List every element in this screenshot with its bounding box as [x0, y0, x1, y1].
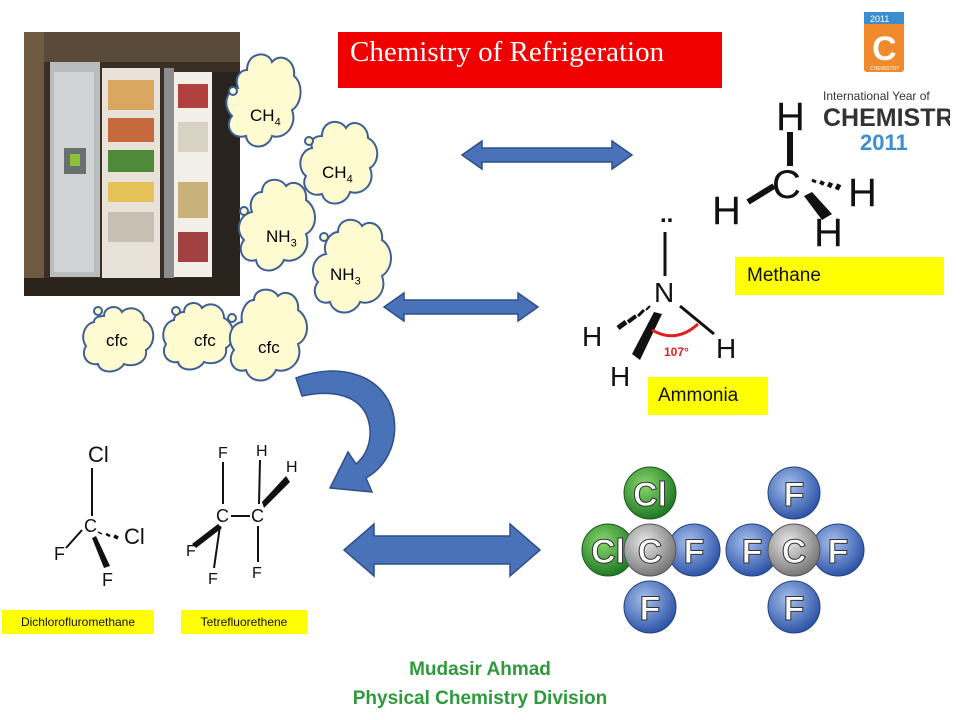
- double-arrow-cfc-models: [342, 522, 542, 578]
- logo-line2: CHEMISTRY: [823, 104, 950, 132]
- tfe-structure: F C C H H F F F: [186, 443, 298, 588]
- dcfm-atom-cl-right: Cl: [124, 524, 145, 549]
- methane-atom-h-right: H: [848, 171, 877, 215]
- cloud-label-cfc-2: cfc: [194, 331, 216, 350]
- model2-atom-f-top: F: [784, 476, 805, 514]
- ammonia-atom-h-right: H: [716, 333, 736, 364]
- cloud-label-cfc-3: cfc: [258, 338, 280, 357]
- methane-atom-c: C: [772, 163, 801, 207]
- double-arrow-methane: [460, 139, 634, 171]
- curved-arrow: [295, 370, 396, 493]
- methane-label: Methane: [735, 257, 944, 295]
- refrigerator-photo: [24, 32, 240, 296]
- cloud-cfc-1: [82, 306, 155, 373]
- dichlorofluoromethane-label: Dichlorofluromethane: [2, 610, 154, 634]
- model-cf4: F F C F F: [725, 466, 865, 634]
- cloud-nh3-2: [311, 218, 392, 314]
- tfe-atom-f-bottom: F: [208, 571, 218, 588]
- ammonia-lone-pair: ..: [660, 201, 673, 228]
- tfe-atom-f-left: F: [186, 543, 196, 560]
- tfe-atom-c-right: C: [251, 506, 264, 526]
- model1-atom-cl-left: Cl: [591, 533, 625, 571]
- model2-atom-f-right: F: [828, 533, 849, 571]
- methane-atom-h-top: H: [776, 95, 805, 139]
- cloud-cfc-3: [227, 288, 308, 382]
- ammonia-bond-angle: 107°: [664, 345, 689, 359]
- cloud-label-cfc-1: cfc: [106, 331, 128, 350]
- ammonia-atom-h-left: H: [582, 321, 602, 352]
- model2-atom-c: C: [782, 533, 807, 571]
- cloud-ch4-1: [225, 53, 302, 148]
- ammonia-structure: .. N 107° H H H: [582, 201, 736, 392]
- cloud-cfc-2: [162, 302, 235, 371]
- logo-line3: 2011: [860, 130, 908, 155]
- cloud-label-nh3-1: NH3: [266, 227, 297, 250]
- author-name: Mudasir Ahmad: [409, 659, 551, 680]
- tfe-atom-h-top: H: [256, 443, 268, 460]
- tfe-atom-f-top: F: [218, 445, 228, 462]
- ammonia-label: Ammonia: [648, 377, 768, 415]
- cloud-nh3-1: [237, 178, 316, 272]
- methane-atom-h-bottom: H: [814, 211, 843, 255]
- model1-atom-f-right: F: [684, 533, 705, 571]
- tetrafluoroethene-label: Tetrefluorethene: [181, 610, 307, 634]
- page-title: Chemistry of Refrigeration: [338, 32, 722, 88]
- cloud-ch4-2: [299, 120, 379, 205]
- logo-badge-letter: C: [872, 30, 897, 68]
- model2-atom-f-left: F: [742, 533, 763, 571]
- iyc-2011-logo: 2011 C CHEMISTRY International Year of C…: [820, 10, 960, 160]
- model-ccl2f2: Cl Cl C F F: [581, 466, 721, 634]
- cloud-label-ch4-2: CH4: [322, 163, 353, 186]
- model2-atom-f-bottom: F: [784, 590, 805, 628]
- logo-year-badge: 2011: [870, 14, 889, 24]
- model1-atom-f-bottom: F: [640, 590, 661, 628]
- methane-structure: H C H H H: [712, 95, 877, 255]
- tfe-atom-h-right: H: [286, 459, 298, 476]
- dcfm-structure: Cl C F Cl F: [54, 442, 145, 590]
- dcfm-atom-f-left: F: [54, 544, 65, 564]
- author-division: Physical Chemistry Division: [352, 688, 608, 709]
- logo-badge-sub: CHEMISTRY: [870, 66, 900, 72]
- cloud-label-nh3-2: NH3: [330, 265, 361, 288]
- tfe-atom-f-right: F: [252, 565, 262, 582]
- double-arrow-ammonia: [382, 291, 540, 323]
- logo-line1: International Year of: [823, 89, 930, 103]
- ammonia-atom-n: N: [654, 277, 674, 308]
- dcfm-atom-cl-top: Cl: [88, 442, 109, 467]
- cloud-label-ch4-1: CH4: [250, 106, 281, 129]
- dcfm-atom-f-bottom: F: [102, 570, 113, 590]
- tfe-atom-c-left: C: [216, 506, 229, 526]
- model1-atom-cl-top: Cl: [633, 476, 667, 514]
- methane-atom-h-left: H: [712, 189, 741, 233]
- dcfm-atom-c: C: [84, 516, 97, 536]
- ammonia-atom-h-bottom: H: [610, 361, 630, 392]
- model1-atom-c: C: [638, 533, 663, 571]
